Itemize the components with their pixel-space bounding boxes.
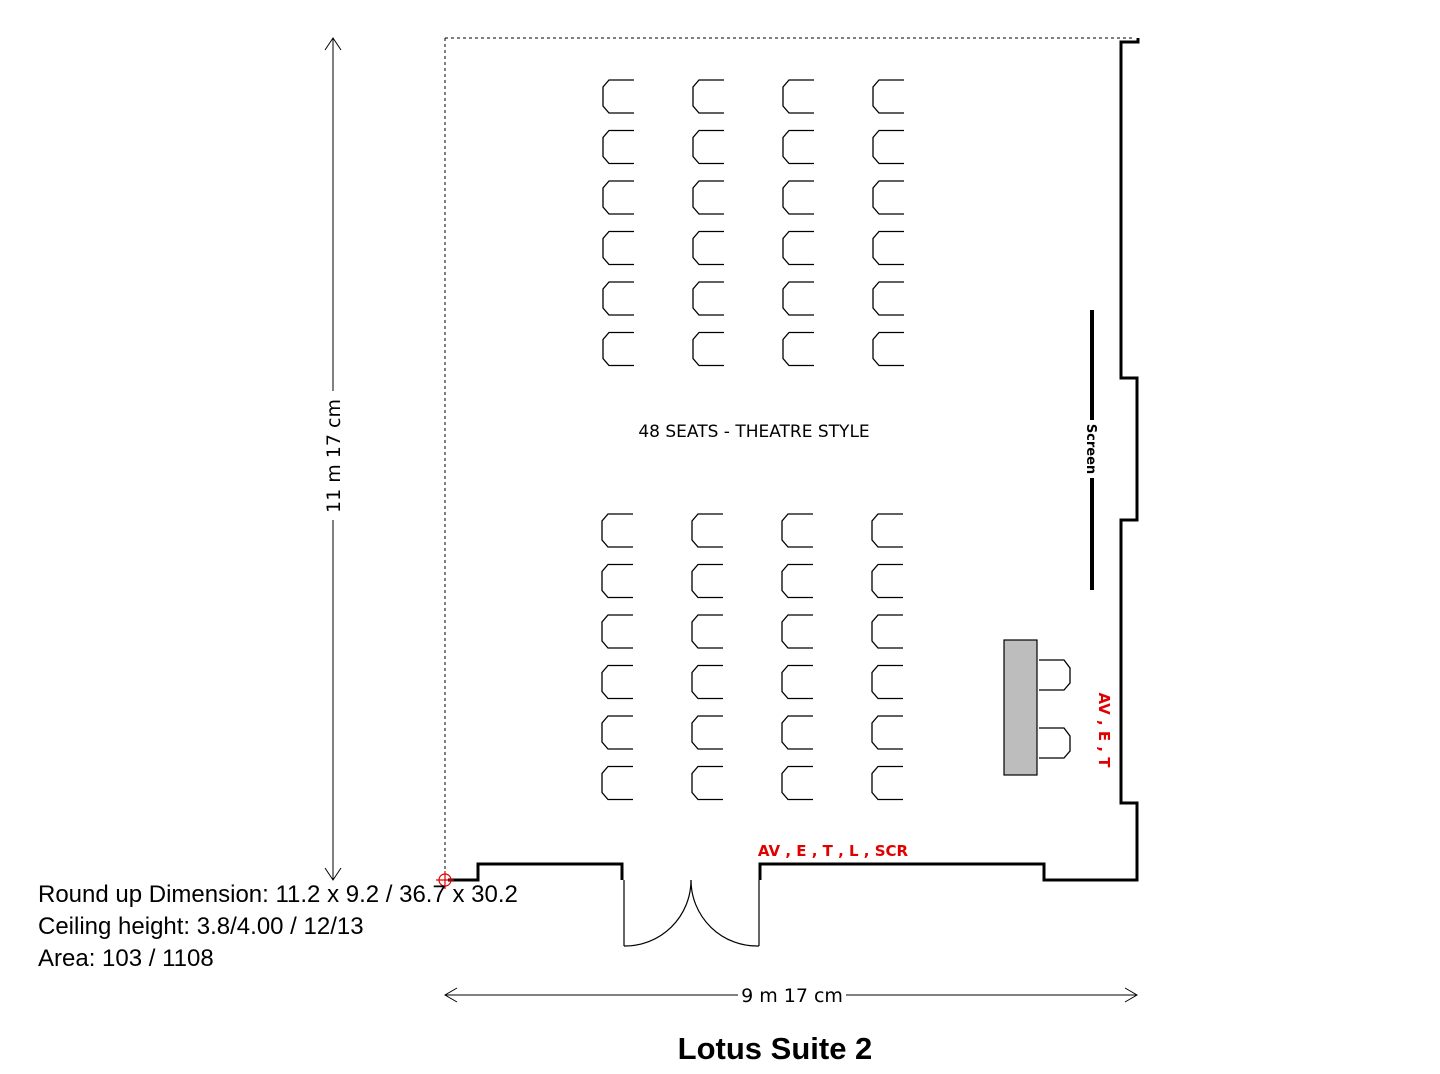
seat-rear	[691, 513, 723, 548]
origin-marker-icon	[436, 871, 454, 889]
width-label: 9 m 17 cm	[741, 985, 843, 1007]
seat-front	[872, 230, 904, 266]
seat-front	[872, 79, 904, 114]
seat-rear	[781, 563, 813, 599]
presenter-chair	[1039, 727, 1071, 759]
seating-area	[601, 79, 904, 801]
page-title: Lotus Suite 2	[677, 1031, 873, 1066]
seat-rear	[691, 664, 723, 700]
seat-front	[872, 281, 904, 316]
ceiling-height: Ceiling height: 3.8/4.00 / 12/13	[38, 913, 364, 940]
seat-rear	[781, 715, 813, 750]
seat-rear	[601, 563, 633, 599]
seat-rear	[871, 715, 903, 750]
round-up-dimension: Round up Dimension: 11.2 x 9.2 / 36.7 x …	[38, 881, 518, 908]
seat-front	[782, 79, 814, 114]
seat-rear	[691, 614, 723, 649]
seat-front	[602, 230, 634, 266]
presenter-chair	[1039, 659, 1071, 691]
seat-rear	[781, 614, 813, 649]
seat-front	[692, 230, 724, 266]
seat-rear	[691, 563, 723, 599]
seat-front	[782, 331, 814, 367]
seat-rear	[601, 765, 633, 801]
seat-rear	[871, 563, 903, 599]
seat-rear	[871, 664, 903, 700]
seat-rear	[601, 715, 633, 750]
seat-front	[692, 129, 724, 165]
seat-rear	[781, 765, 813, 801]
seat-front	[872, 180, 904, 215]
seat-rear	[601, 614, 633, 649]
seat-rear	[871, 513, 903, 548]
seat-rear	[601, 664, 633, 700]
seat-front	[782, 230, 814, 266]
projection-screen: Screen	[1083, 310, 1098, 590]
area: Area: 103 / 1108	[38, 945, 214, 972]
seat-rear	[601, 513, 633, 548]
seating-label: 48 SEATS - THEATRE STYLE	[638, 422, 869, 442]
room-boundary-dashed	[444, 37, 1132, 880]
room-walls	[448, 38, 1140, 882]
seat-front	[782, 180, 814, 215]
seat-front	[602, 180, 634, 215]
seat-rear	[871, 614, 903, 649]
presenter-table	[1003, 639, 1071, 776]
power-label-right: AV , E , T	[1095, 693, 1113, 769]
double-door	[623, 879, 760, 947]
seat-front	[872, 331, 904, 367]
height-dimension: 11 m 17 cm	[323, 37, 345, 881]
seat-front	[692, 79, 724, 114]
seat-rear	[691, 715, 723, 750]
seat-rear	[691, 765, 723, 801]
seat-front	[692, 180, 724, 215]
width-dimension: 9 m 17 cm	[444, 985, 1138, 1007]
height-label: 11 m 17 cm	[323, 399, 345, 513]
seat-front	[782, 129, 814, 165]
seat-rear	[781, 664, 813, 700]
seat-front	[602, 129, 634, 165]
seat-front	[692, 281, 724, 316]
screen-label: Screen	[1083, 424, 1098, 474]
seat-front	[692, 331, 724, 367]
seat-rear	[871, 765, 903, 801]
seat-front	[782, 281, 814, 316]
seat-rear	[781, 513, 813, 548]
seat-front	[602, 331, 634, 367]
seat-front	[602, 79, 634, 114]
seat-front	[872, 129, 904, 165]
power-label-bottom: AV , E , T , L , SCR	[758, 842, 909, 860]
seat-front	[602, 281, 634, 316]
